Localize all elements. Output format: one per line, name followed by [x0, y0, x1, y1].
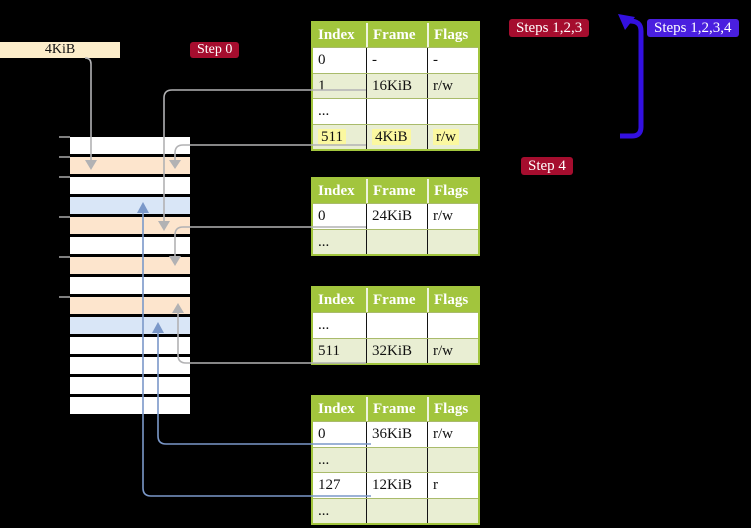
column-header: Frame [366, 288, 427, 312]
column-header: Index [318, 183, 355, 199]
memory-frame-row-9 [70, 317, 190, 334]
table-row: 0 -- [313, 47, 478, 73]
table-cell [427, 313, 478, 338]
table-row: ... [313, 497, 478, 523]
highlighted-value: r/w [433, 128, 459, 145]
table-cell: r/w [427, 124, 478, 149]
memory-frame-row-7 [70, 277, 190, 294]
table-cell: 127 [318, 477, 341, 493]
table-cell: 0 [318, 426, 326, 442]
step-0-badge: Step 0 [190, 42, 240, 58]
table-cell [427, 99, 478, 124]
memory-frame-row-13 [70, 397, 190, 414]
table-cell: - [366, 48, 427, 73]
memory-tick-marks [59, 136, 70, 298]
table-cell: 1 [318, 77, 326, 94]
table-cell: ... [318, 451, 330, 468]
table-cell: 32KiB [366, 338, 427, 363]
table-cell [366, 229, 427, 254]
table-row: ... [313, 98, 478, 124]
table-cell: 0 [318, 208, 326, 224]
column-header: Flags [427, 23, 478, 47]
steps-1-2-3-badge: Steps 1,2,3 [509, 19, 590, 37]
table-cell: r/w [427, 204, 478, 229]
table-cell [427, 498, 478, 523]
highlighted-value: 511 [318, 128, 346, 145]
table-cell: 12KiB [366, 473, 427, 498]
table-cell: 24KiB [366, 204, 427, 229]
table-cell: 0 [318, 52, 326, 68]
table-cell: 16KiB [366, 73, 427, 98]
column-header: Index [318, 27, 355, 43]
memory-frame-row-12 [70, 377, 190, 394]
table-cell: 4KiB [366, 124, 427, 149]
physical-memory-strip [70, 137, 190, 417]
column-header: Flags [427, 397, 478, 421]
table-cell: ... [318, 103, 330, 119]
column-header: Frame [366, 179, 427, 203]
table-row: ... [313, 228, 478, 254]
table-cell: ... [318, 502, 330, 519]
column-header: Frame [366, 397, 427, 421]
memory-frame-row-0 [70, 137, 190, 154]
steps-loop-arrowhead [618, 14, 635, 30]
memory-frame-row-8 [70, 297, 190, 314]
memory-frame-row-3 [70, 197, 190, 214]
memory-frame-row-6 [70, 257, 190, 274]
table-cell [366, 99, 427, 124]
table-cell: ... [318, 317, 330, 333]
frame-address-label: 4KiB [0, 42, 120, 58]
table-row: ... [313, 312, 478, 338]
column-header: Index [318, 401, 355, 417]
table-cell: - [427, 48, 478, 73]
memory-frame-row-4 [70, 217, 190, 234]
table-cell [366, 447, 427, 472]
column-header: Flags [427, 288, 478, 312]
highlighted-value: 4KiB [372, 128, 411, 145]
table-cell [427, 447, 478, 472]
table-cell [366, 498, 427, 523]
table-cell [366, 313, 427, 338]
step-4-badge: Step 4 [521, 157, 573, 175]
table-cell: r/w [427, 73, 478, 98]
table-cell: r [427, 473, 478, 498]
table-cell: 511 [318, 342, 340, 359]
memory-frame-row-1 [70, 157, 190, 174]
column-header: Frame [366, 23, 427, 47]
table-cell: 511 [313, 125, 366, 150]
table-row: ... [313, 446, 478, 472]
table-row: 511 4KiB r/w [313, 123, 478, 150]
table-cell: ... [318, 233, 330, 250]
column-header: Flags [427, 179, 478, 203]
table-cell: r/w [427, 338, 478, 363]
steps-loop-arrow-shaft [620, 18, 644, 139]
memory-frame-row-5 [70, 237, 190, 254]
column-header: Index [318, 292, 355, 308]
memory-frame-row-11 [70, 357, 190, 374]
recursive-steps-arrow [618, 14, 644, 139]
table-cell [427, 229, 478, 254]
memory-frame-row-2 [70, 177, 190, 194]
table-cell: 36KiB [366, 422, 427, 447]
memory-frame-row-10 [70, 337, 190, 354]
table-cell: r/w [427, 422, 478, 447]
steps-1-2-3-4-badge: Steps 1,2,3,4 [647, 19, 739, 37]
